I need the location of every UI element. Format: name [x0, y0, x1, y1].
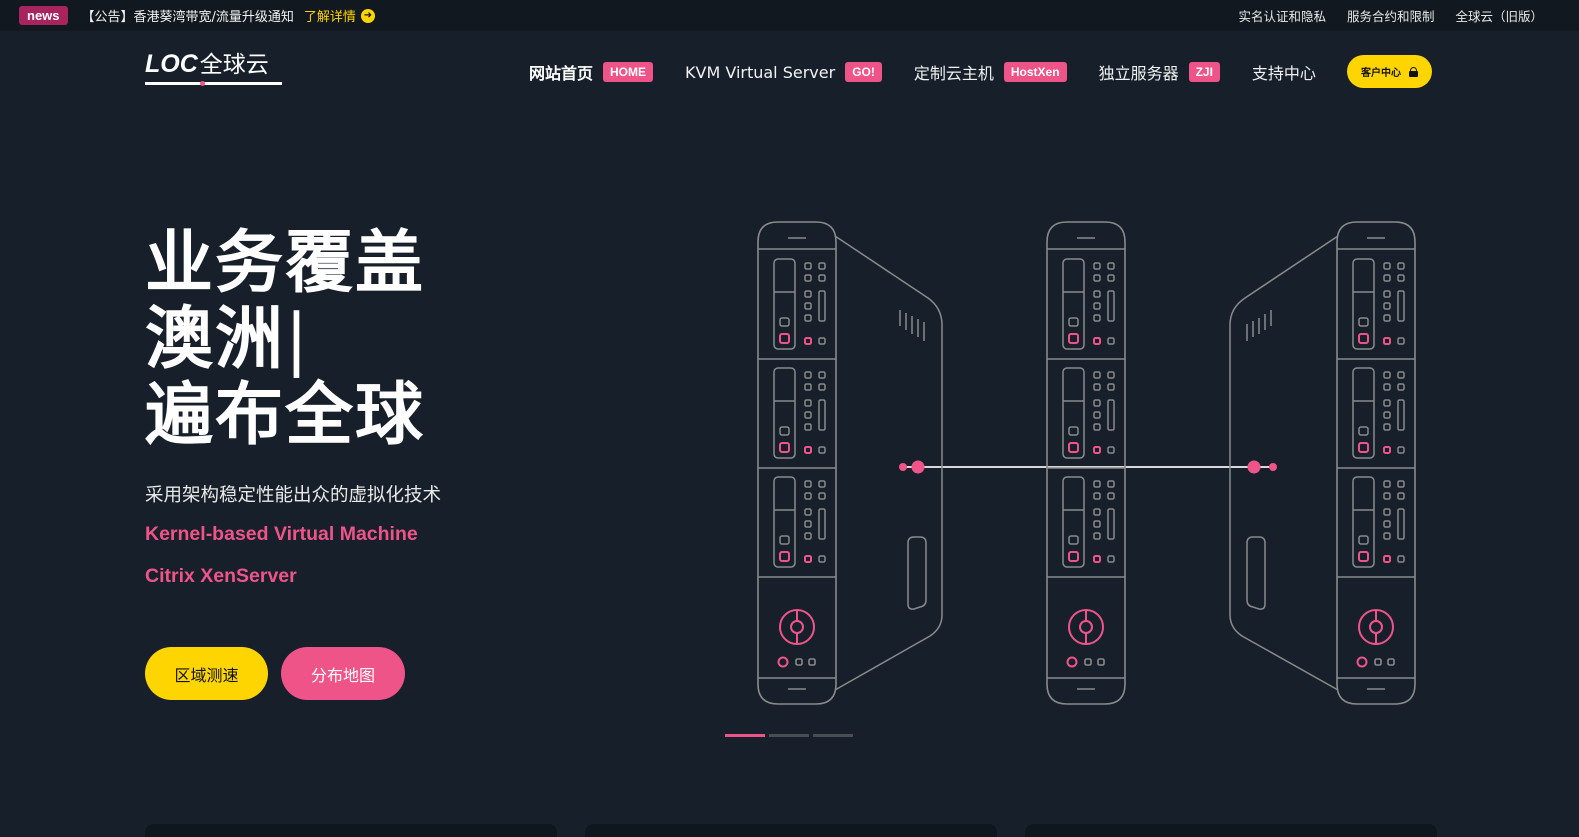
typing-cursor: |	[285, 300, 310, 379]
feature-card-1[interactable]	[145, 824, 557, 837]
hero-subtitle: 采用架构稳定性能出众的虚拟化技术	[145, 485, 442, 506]
tech-xenserver: Citrix XenServer	[145, 565, 297, 587]
hero-title-line1: 业务覆盖	[145, 224, 426, 303]
announcement-bar: news 【公告】香港葵湾带宽/流量升级通知 了解详情 ➜ 实名认证和隐私 服务…	[0, 0, 1579, 31]
carousel-dot-3[interactable]	[813, 734, 853, 737]
nav-label: 支持中心	[1251, 64, 1316, 83]
client-center-button[interactable]: 客户中心	[1347, 55, 1432, 88]
nav-item-support[interactable]: 支持中心	[1252, 60, 1316, 84]
nav-label: 独立服务器	[1098, 64, 1179, 83]
nav-label: 定制云主机	[913, 64, 994, 83]
learn-more-link[interactable]: 了解详情 ➜	[304, 6, 375, 25]
logo-dot	[200, 81, 205, 86]
nav-item-custom-cloud[interactable]: 定制云主机 HostXen	[914, 60, 1067, 84]
nav-item-home[interactable]: 网站首页 HOME	[529, 60, 654, 84]
tech-kvm: Kernel-based Virtual Machine	[145, 523, 418, 545]
logo-latin: LOC	[145, 50, 198, 78]
hero-title-typed: 澳洲	[145, 300, 286, 379]
logo-chinese: 全球云	[199, 52, 269, 78]
announcement-text[interactable]: 【公告】香港葵湾带宽/流量升级通知	[81, 10, 294, 25]
nav-label: 网站首页	[529, 64, 594, 83]
nav-item-dedicated[interactable]: 独立服务器 ZJI	[1099, 60, 1220, 84]
nav-tag: HostXen	[1003, 62, 1067, 82]
nav-tag: GO!	[845, 62, 882, 82]
carousel-indicators	[725, 734, 853, 737]
main-nav: 网站首页 HOME KVM Virtual Server GO! 定制云主机 H…	[529, 54, 1348, 90]
client-center-label: 客户中心	[1361, 68, 1401, 79]
top-link-terms[interactable]: 服务合约和限制	[1346, 9, 1435, 24]
logo-underline	[145, 81, 282, 86]
speed-test-button[interactable]: 区域测速	[145, 647, 268, 700]
distribution-map-button[interactable]: 分布地图	[281, 647, 405, 700]
feature-cards	[145, 824, 1437, 837]
hero-title: 业务覆盖 澳洲| 遍布全球	[145, 226, 425, 454]
feature-card-2[interactable]	[585, 824, 997, 837]
server-illustration	[700, 200, 1500, 720]
arrow-right-circle-icon: ➜	[360, 8, 375, 23]
logo[interactable]: LOC 全球云	[145, 50, 282, 86]
top-links: 实名认证和隐私 服务合约和限制 全球云（旧版）	[1238, 0, 1543, 31]
feature-card-3[interactable]	[1025, 824, 1437, 837]
nav-item-kvm[interactable]: KVM Virtual Server GO!	[685, 62, 882, 82]
learn-more-label: 了解详情	[303, 10, 356, 25]
hero-title-line3: 遍布全球	[145, 376, 426, 455]
hero-title-line2: 澳洲|	[145, 302, 425, 378]
lock-icon	[1409, 66, 1418, 77]
nav-tag: HOME	[603, 62, 654, 82]
carousel-dot-1[interactable]	[725, 734, 765, 737]
nav-tag: ZJI	[1188, 62, 1220, 82]
carousel-dot-2[interactable]	[769, 734, 809, 737]
top-link-privacy[interactable]: 实名认证和隐私	[1238, 9, 1326, 24]
news-badge: news	[19, 6, 68, 25]
nav-label: KVM Virtual Server	[685, 62, 836, 82]
top-link-legacy[interactable]: 全球云（旧版）	[1455, 9, 1543, 24]
